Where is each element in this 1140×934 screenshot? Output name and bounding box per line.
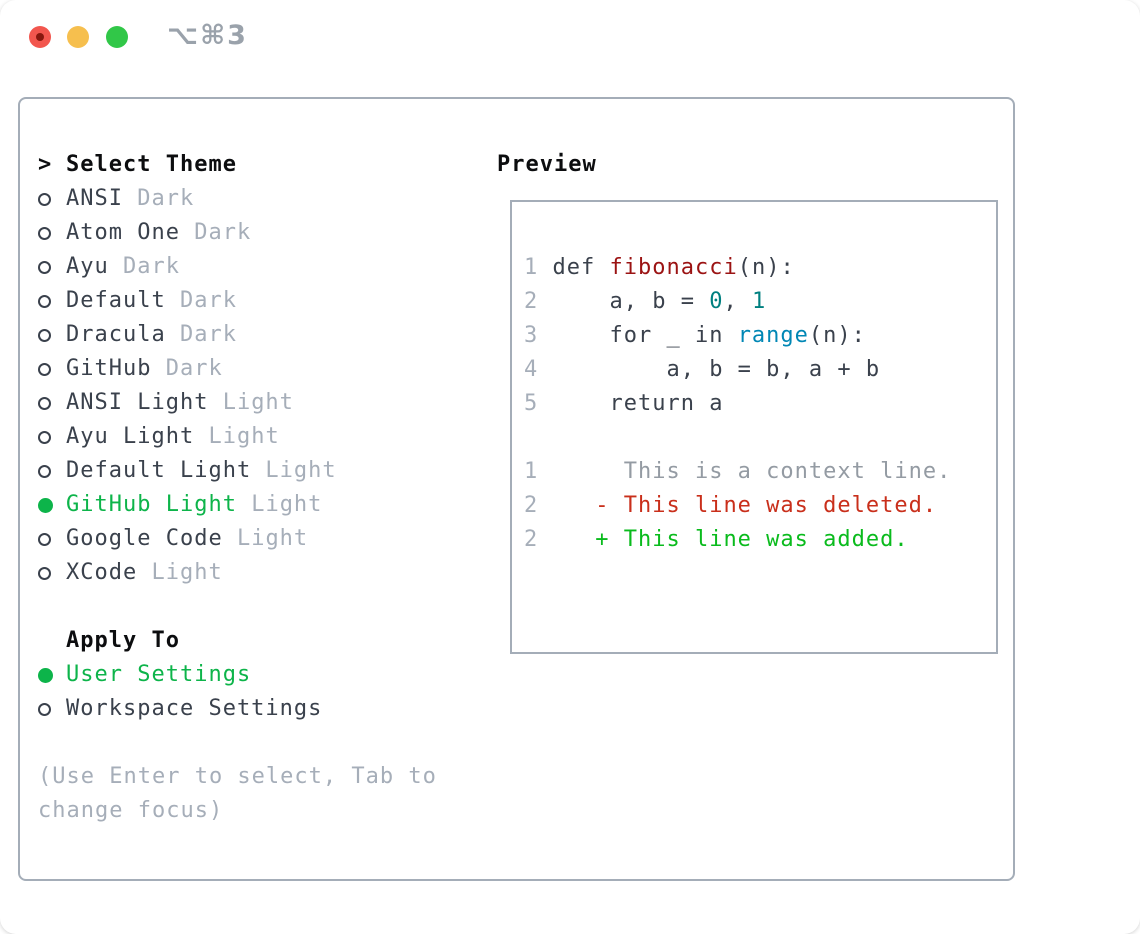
option-label: Google Code — [66, 526, 223, 551]
minimize-button[interactable] — [67, 26, 89, 48]
option-variant-label: Light — [137, 560, 223, 585]
option-variant-label: Light — [194, 424, 280, 449]
code-line: 2 a, b = 0, 1 — [524, 289, 767, 314]
theme-option-dracula-dark[interactable]: Dracula Dark — [38, 318, 437, 352]
option-label: Ayu Light — [66, 424, 195, 449]
radio-selected-icon — [38, 498, 66, 513]
apply-option-workspace-settings[interactable]: Workspace Settings — [38, 692, 437, 726]
option-label: ANSI Light — [66, 390, 209, 415]
option-label: Default — [66, 288, 166, 313]
window-title-shortcut: ⌥⌘3 — [167, 20, 248, 51]
radio-icon — [38, 703, 66, 716]
radio-icon — [38, 465, 66, 478]
theme-option-ayu-light-light[interactable]: Ayu Light Light — [38, 420, 437, 454]
code-line: 5 return a — [524, 391, 724, 416]
option-label: XCode — [66, 560, 138, 585]
option-label: Ayu — [66, 254, 109, 279]
theme-option-ansi-light-light[interactable]: ANSI Light Light — [38, 386, 437, 420]
preview-title: Preview — [497, 152, 597, 177]
option-label: User Settings — [66, 662, 252, 687]
option-variant-label: Dark — [165, 288, 237, 313]
theme-option-default-light-light[interactable]: Default Light Light — [38, 454, 437, 488]
radio-icon — [38, 227, 66, 240]
blank-line — [524, 421, 996, 455]
option-variant-label: Light — [208, 390, 294, 415]
radio-icon — [38, 261, 66, 274]
option-variant-label: Dark — [122, 186, 195, 211]
option-label: Dracula — [66, 322, 166, 347]
code-line: 3 for _ in range(n): — [524, 323, 866, 348]
option-label: Workspace Settings — [66, 696, 323, 721]
option-label: Atom One — [66, 220, 180, 245]
option-variant-label: Light — [251, 458, 337, 483]
option-variant-label: Dark — [165, 322, 237, 347]
radio-icon — [38, 329, 66, 342]
radio-icon — [38, 397, 66, 410]
preview-box: 1 def fibonacci(n): 2 a, b = 0, 1 3 for _ … — [510, 200, 998, 654]
code-line: 4 a, b = b, a + b — [524, 357, 881, 382]
option-variant-label: Dark — [108, 254, 180, 279]
theme-option-github-dark[interactable]: GitHub Dark — [38, 352, 437, 386]
select-theme-header: > Select Theme — [38, 148, 437, 182]
option-variant-label: Dark — [151, 356, 223, 381]
theme-option-ansi-dark[interactable]: ANSI Dark — [38, 182, 437, 216]
radio-icon — [38, 431, 66, 444]
prompt-caret-icon: > — [38, 152, 53, 177]
help-text: (Use Enter to select, Tab to change focus… — [38, 760, 437, 828]
option-label: GitHub Light — [66, 492, 237, 517]
radio-selected-icon — [38, 668, 66, 683]
radio-icon — [38, 363, 66, 376]
diff-context-line: 1 This is a context line. — [524, 459, 952, 484]
title-bar: ⌥⌘3 — [0, 0, 1140, 74]
option-variant-label: Light — [236, 492, 323, 517]
radio-icon — [38, 533, 66, 546]
apply-option-user-settings[interactable]: User Settings — [38, 658, 437, 692]
theme-option-xcode-light[interactable]: XCode Light — [38, 556, 437, 590]
select-theme-title: Select Theme — [66, 152, 237, 177]
radio-icon — [38, 295, 66, 308]
theme-option-ayu-dark[interactable]: Ayu Dark — [38, 250, 437, 284]
theme-option-google-code-light[interactable]: Google Code Light — [38, 522, 437, 556]
help-line: (Use Enter to select, Tab to — [38, 764, 437, 789]
diff-deleted-line: 2 - This line was deleted. — [524, 493, 938, 518]
spacer — [38, 635, 66, 648]
theme-option-github-light-light[interactable]: GitHub Light Light — [38, 488, 437, 522]
option-variant-label: Light — [222, 526, 309, 551]
option-label: GitHub — [66, 356, 152, 381]
apply-to-title: Apply To — [66, 628, 180, 653]
radio-icon — [38, 193, 66, 206]
code-line: 1 def fibonacci(n): — [524, 255, 795, 280]
option-variant-label: Dark — [179, 220, 252, 245]
radio-icon — [38, 567, 66, 580]
help-line: change focus) — [38, 798, 224, 823]
diff-added-line: 2 + This line was added. — [524, 527, 909, 552]
theme-option-default-dark[interactable]: Default Dark — [38, 284, 437, 318]
option-label: ANSI — [66, 186, 123, 211]
maximize-button[interactable] — [106, 26, 128, 48]
theme-option-atom-one-dark[interactable]: Atom One Dark — [38, 216, 437, 250]
close-button[interactable] — [29, 26, 51, 48]
option-label: Default Light — [66, 458, 252, 483]
apply-to-header: Apply To — [38, 624, 437, 658]
